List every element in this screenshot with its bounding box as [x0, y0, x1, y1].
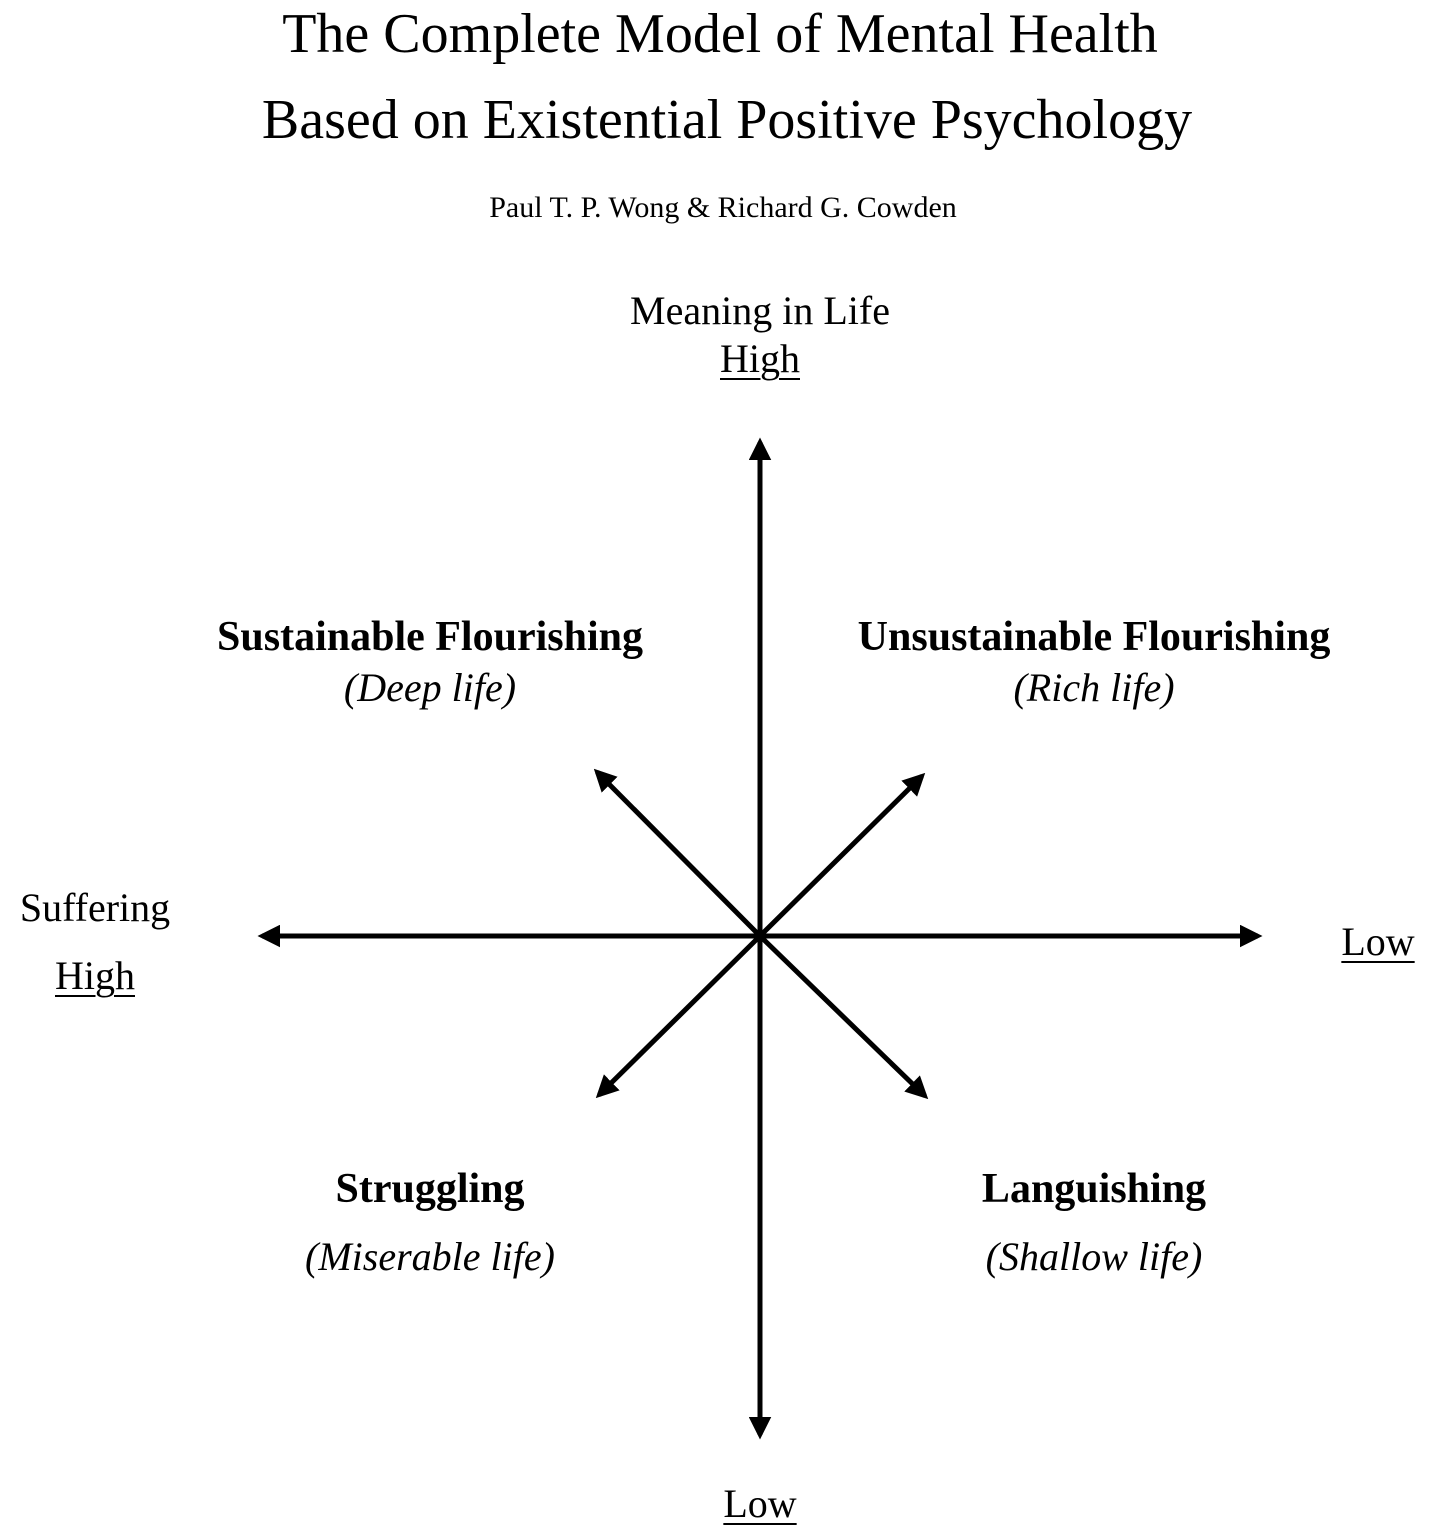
diagonal-arrow-shallow-life — [758, 934, 929, 1100]
quadrant-bottom-left-name: Struggling — [335, 1166, 525, 1212]
quadrant-top-right-name: Unsustainable Flourishing — [857, 614, 1331, 660]
quadrant-top-right-subtitle: (Rich life) — [1013, 665, 1175, 710]
vertical-axis-name: Meaning in Life — [630, 288, 890, 333]
title-line-2: Based on Existential Positive Psychology — [261, 89, 1193, 151]
horizontal-axis-high: High — [55, 953, 135, 998]
horizontal-axis-name: Suffering — [19, 885, 171, 930]
quadrant-bottom-right-name: Languishing — [981, 1166, 1207, 1212]
authors: Paul T. P. Wong & Richard G. Cowden — [489, 191, 957, 224]
quadrant-bottom-left-subtitle: (Miserable life) — [305, 1234, 555, 1279]
diagonal-arrow-rich-life — [758, 772, 926, 938]
quadrant-top-left-name: Sustainable Flourishing — [217, 614, 643, 660]
vertical-axis-low: Low — [723, 1481, 797, 1526]
quadrant-bottom-right-subtitle: (Shallow life) — [985, 1234, 1203, 1279]
vertical-axis-high: High — [720, 336, 800, 381]
diagonal-arrow-miserable-life — [595, 934, 762, 1099]
title-line-1: The Complete Model of Mental Health — [282, 3, 1158, 65]
quadrant-top-left-subtitle: (Deep life) — [343, 665, 517, 710]
horizontal-axis-low: Low — [1341, 919, 1415, 964]
diagonal-arrow-deep-life — [593, 768, 762, 938]
